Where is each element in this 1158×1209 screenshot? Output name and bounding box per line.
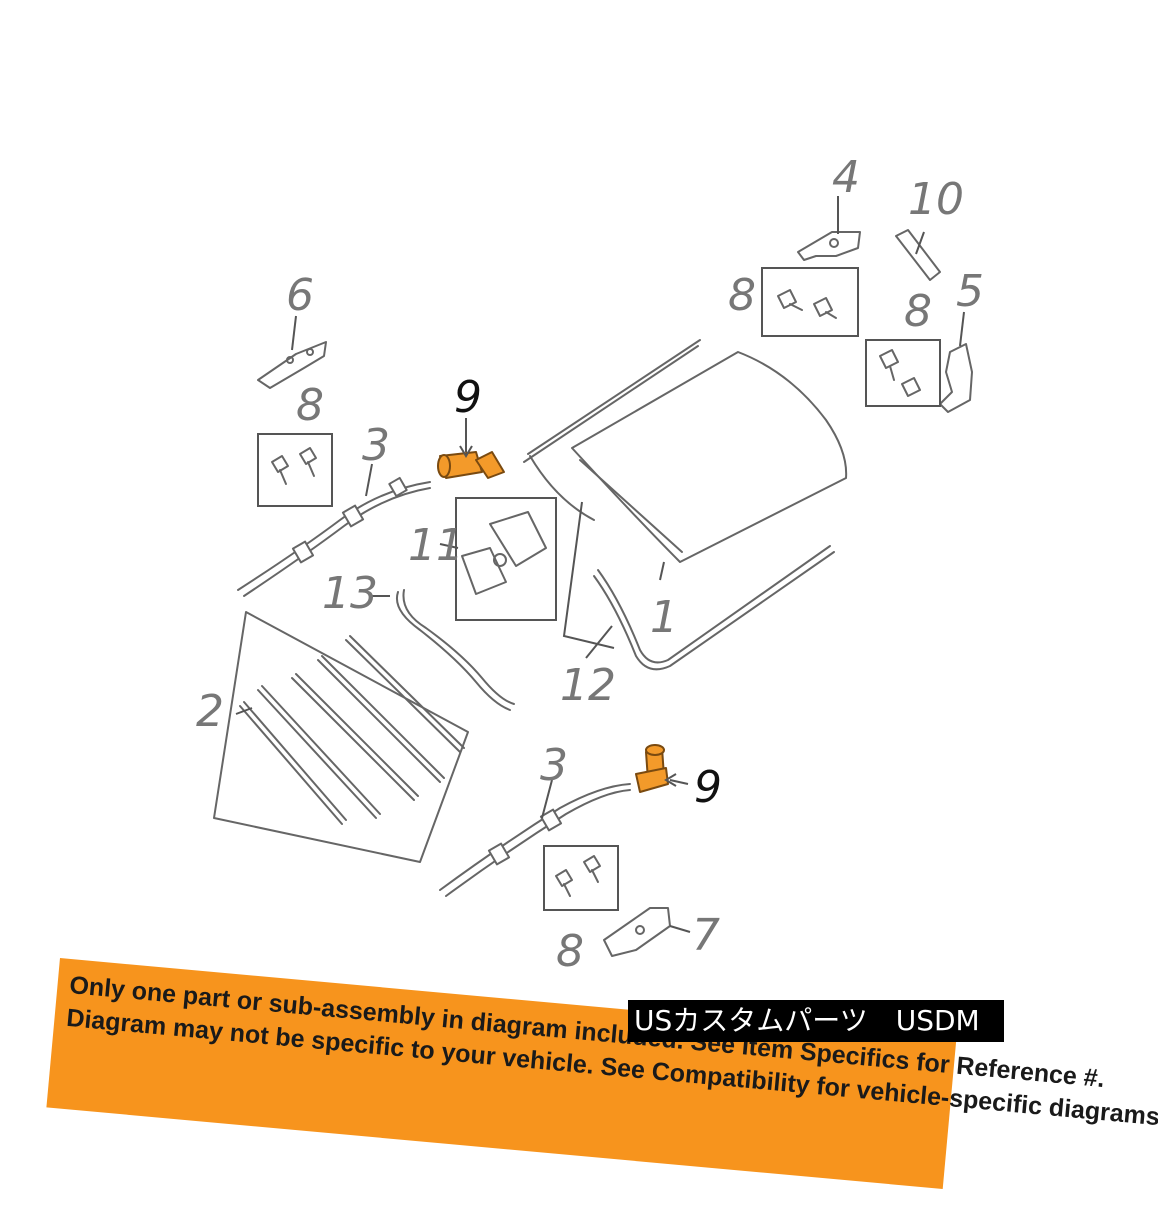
bracket-12 [562,501,615,649]
callout-10: 10 [908,174,964,225]
bracket-6 [257,341,327,389]
parts-diagram: 1 2 3 3 4 5 6 7 8 8 8 8 9 9 10 11 12 13 [196,152,984,977]
bolt-box-upper-left [257,433,333,507]
brand-badge: USカスタムパーツ USDM [628,1000,1004,1042]
callout-11: 11 [408,520,464,571]
bolt-box-upper-right-b [865,339,941,407]
callout-8-lower: 8 [556,926,584,977]
callout-12: 12 [560,660,616,711]
rear-glass-2 [213,611,469,863]
bracket-5 [939,343,973,413]
callout-13: 13 [322,568,378,619]
callout-3-lower: 3 [540,740,568,791]
callout-2: 2 [196,686,224,737]
cable-3-lower [439,783,631,897]
callout-9-upper: 9 [454,372,482,423]
roof-panel [523,339,848,671]
drain-hose-13 [396,591,511,711]
callout-1: 1 [650,592,678,643]
callout-8-right-a: 8 [728,270,756,321]
callout-5: 5 [956,266,984,317]
bolt-box-lower [543,845,619,911]
callout-6: 6 [286,270,314,321]
cable-3-upper [237,476,431,597]
callout-9-lower: 9 [694,762,722,813]
bracket-7 [603,907,671,957]
callout-8-right-b: 8 [904,286,932,337]
motor-box-11 [455,497,557,621]
highlighted-part-9-upper [437,451,505,479]
callout-8-upper-left: 8 [296,380,324,431]
strut-10 [895,229,941,281]
callout-3-upper: 3 [362,420,390,471]
hinge-bracket-4 [797,231,861,261]
callout-7: 7 [692,910,720,961]
bolt-box-upper-right-a [761,267,859,337]
callout-4: 4 [832,152,860,203]
highlighted-part-9-lower [635,744,669,793]
